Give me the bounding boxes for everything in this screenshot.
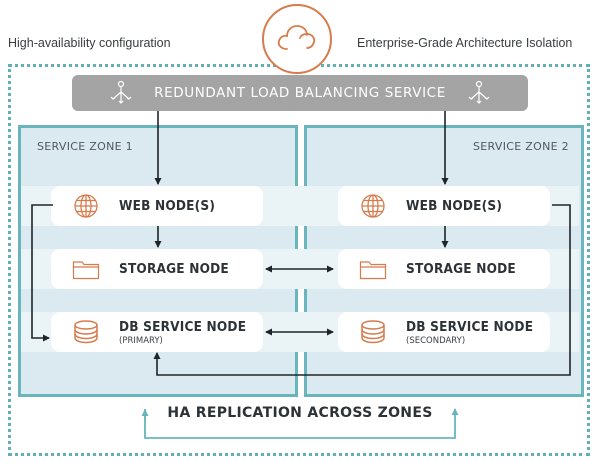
node-title: DB SERVICE NODE xyxy=(119,318,247,335)
node-title: STORAGE NODE xyxy=(406,261,516,277)
node-title: WEB NODE(S) xyxy=(119,198,216,214)
zone-1-storage-node: STORAGE NODE xyxy=(51,249,263,289)
node-subtitle: (SECONDARY) xyxy=(406,335,466,346)
globe-icon xyxy=(358,191,388,221)
zone-1-db-node: DB SERVICE NODE (PRIMARY) xyxy=(51,312,263,352)
globe-icon xyxy=(71,191,101,221)
cloud-icon xyxy=(275,22,319,56)
zone-2-storage-node: STORAGE NODE xyxy=(338,249,550,289)
node-title: DB SERVICE NODE xyxy=(406,318,534,335)
zone-2-label: SERVICE ZONE 2 xyxy=(473,140,569,153)
node-subtitle: (PRIMARY) xyxy=(119,335,163,346)
distribution-icon xyxy=(110,80,132,110)
caption-architecture-isolation: Enterprise-Grade Architecture Isolation xyxy=(357,36,573,50)
folder-icon xyxy=(71,254,101,284)
database-icon xyxy=(71,317,101,347)
zone-2-db-node: DB SERVICE NODE (SECONDARY) xyxy=(338,312,550,352)
database-icon xyxy=(358,317,388,347)
distribution-icon xyxy=(468,80,490,110)
node-title: STORAGE NODE xyxy=(119,261,229,277)
caption-high-availability: High-availability configuration xyxy=(8,36,171,50)
zone-1-web-node: WEB NODE(S) xyxy=(51,186,263,226)
ha-replication-label: HA REPLICATION ACROSS ZONES xyxy=(167,405,433,421)
load-balancer-bar: REDUNDANT LOAD BALANCING SERVICE xyxy=(72,75,528,111)
load-balancer-label: REDUNDANT LOAD BALANCING SERVICE xyxy=(154,85,446,101)
node-title: WEB NODE(S) xyxy=(406,198,503,214)
zone-2-web-node: WEB NODE(S) xyxy=(338,186,550,226)
folder-icon xyxy=(358,254,388,284)
zone-1-label: SERVICE ZONE 1 xyxy=(37,140,133,153)
cloud-badge xyxy=(262,4,332,74)
